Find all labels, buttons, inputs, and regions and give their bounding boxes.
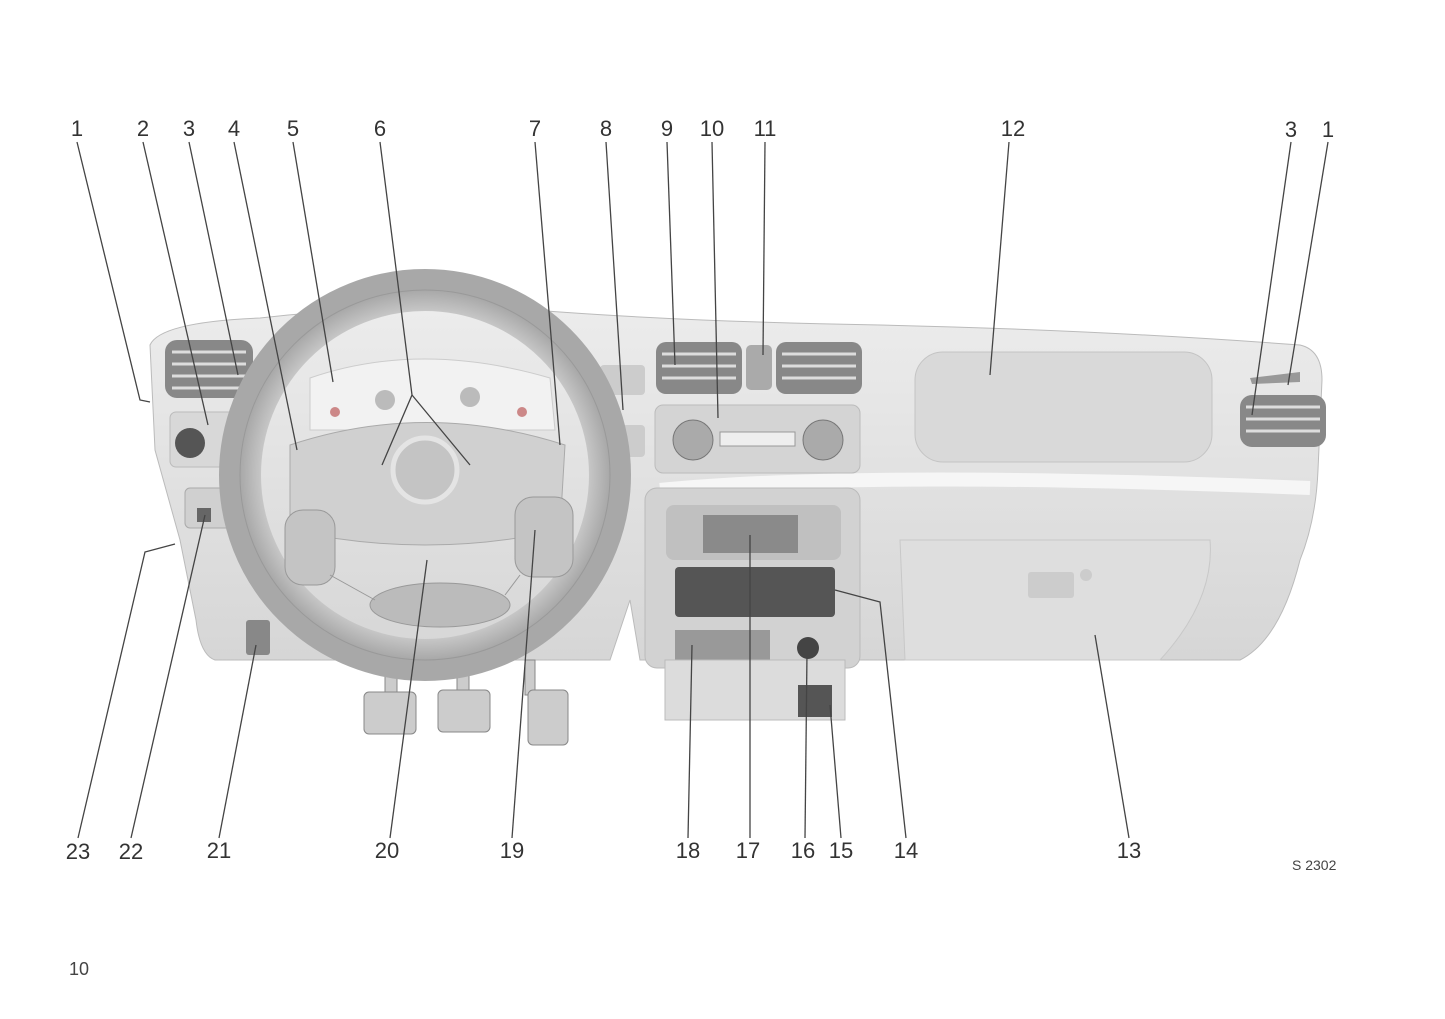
bottom-callouts: 23 22 21 20 19 18 17 16 15 14 13: [66, 838, 1141, 864]
top-callouts: 1 2 3 4 5 6 7 8 9 10 11 12 3 1: [71, 116, 1334, 142]
callout-label: 11: [754, 116, 777, 141]
steering-wheel: [219, 269, 631, 681]
callout-label: 18: [676, 838, 700, 863]
callout-label: 12: [1001, 116, 1025, 141]
callout-label: 23: [66, 839, 90, 864]
callout-label: 5: [287, 116, 299, 141]
storage-compartment: [675, 630, 770, 660]
cigarette-lighter: [797, 637, 819, 659]
callout-label: 1: [1322, 117, 1334, 142]
glovebox-handle: [1028, 572, 1074, 598]
callout-label: 9: [661, 116, 673, 141]
callout-label: 13: [1117, 838, 1141, 863]
page-number: 10: [69, 959, 90, 979]
callout-label: 2: [137, 116, 149, 141]
callout-label: 15: [829, 838, 853, 863]
vent-center-left: [656, 342, 742, 394]
callout-label: 3: [183, 116, 195, 141]
callout-label: 14: [894, 838, 918, 863]
callout-label: 22: [119, 839, 143, 864]
radio: [675, 567, 835, 617]
ashtray: [798, 685, 832, 717]
callout-label: 8: [600, 116, 612, 141]
callout-label: 6: [374, 116, 386, 141]
vent-left: [165, 340, 253, 398]
airbag-passenger-cover: [914, 351, 1213, 463]
callout-label: 19: [500, 838, 524, 863]
callout-label: 10: [700, 116, 724, 141]
horn-pad: [390, 435, 460, 505]
leader-lines: [76, 141, 1329, 839]
callout-label: 1: [71, 116, 83, 141]
vent-right: [1240, 372, 1326, 447]
bonnet-release: [246, 620, 270, 655]
glovebox: [899, 539, 1211, 661]
light-switch: [175, 428, 205, 458]
vent-center-right: [776, 342, 862, 394]
callout-label: 16: [791, 838, 815, 863]
callout-label: 3: [1285, 117, 1297, 142]
pedals: [363, 659, 569, 746]
callout-label: 21: [207, 838, 231, 863]
callout-label: 20: [375, 838, 399, 863]
instrument-cluster: [309, 358, 556, 431]
callout-label: 17: [736, 838, 760, 863]
callout-label: 7: [529, 116, 541, 141]
figure-code: S 2302: [1292, 857, 1337, 873]
callout-label: 4: [228, 116, 240, 141]
hazard-switch: [746, 345, 772, 390]
